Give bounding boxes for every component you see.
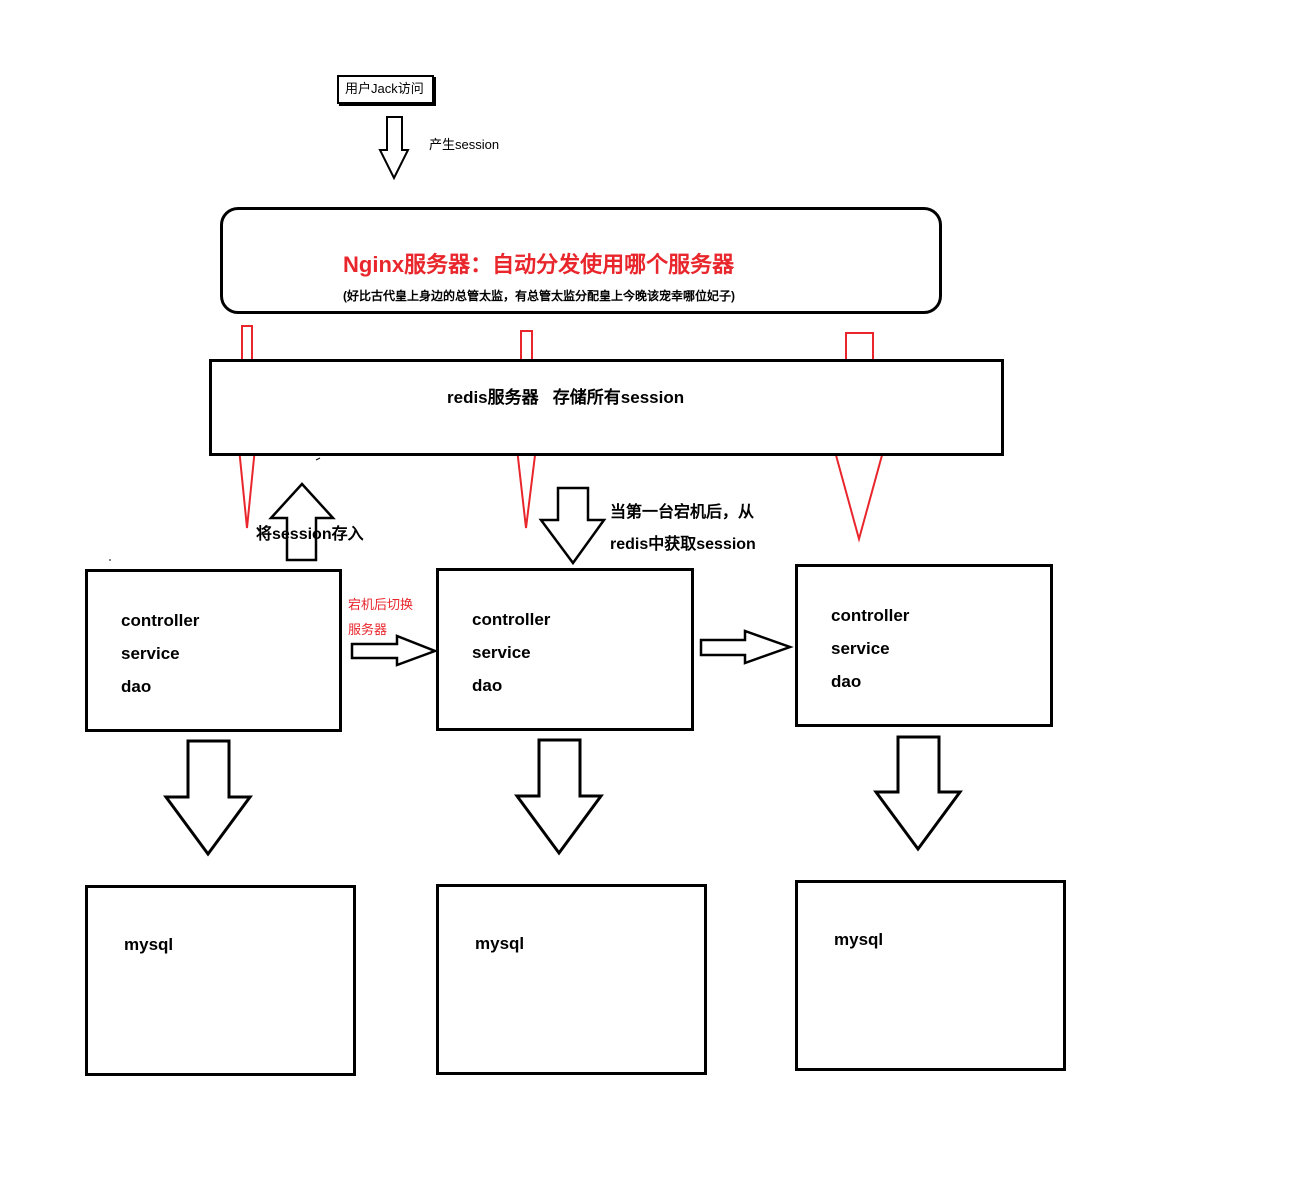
arrow-server1-to-mysql <box>163 739 253 857</box>
failover-label-line2: 服务器 <box>348 622 388 637</box>
session-created-label: 产生session <box>429 137 500 152</box>
server2-controller: controller <box>472 610 551 629</box>
server1-controller: controller <box>121 611 200 630</box>
server3-controller: controller <box>831 606 910 625</box>
server1-dao: dao <box>121 677 152 696</box>
fetch-session-label-line2: redis中获取session <box>610 536 756 553</box>
arrow-server3-to-mysql <box>873 735 963 852</box>
server1-service: service <box>121 644 180 663</box>
fetch-session-label-line1: 当第一台宕机后，从 <box>610 504 755 521</box>
nginx-server-box <box>220 207 942 314</box>
mysql-db-1 <box>85 885 356 1076</box>
server2-service: service <box>472 643 531 662</box>
user-box <box>337 75 434 104</box>
redis-server-box <box>209 359 1004 456</box>
mysql1-label: mysql <box>124 935 174 954</box>
arrow-failover-2-to-3 <box>699 629 794 665</box>
mysql2-label: mysql <box>475 934 525 953</box>
server3-service: service <box>831 639 890 658</box>
failover-label-line1: 宕机后切换 <box>348 597 414 612</box>
arrow-failover-1-to-2 <box>350 634 439 667</box>
server3-dao: dao <box>831 672 862 691</box>
nginx-subtitle: (好比古代皇上身边的总管太监，有总管太监分配皇上今晚该宠幸哪位妃子) <box>343 289 735 303</box>
arrow-store-session-up <box>268 482 336 562</box>
app-server-3 <box>795 564 1053 727</box>
user-label: 用户Jack访问 <box>345 81 424 96</box>
mysql-db-2 <box>436 884 707 1075</box>
app-server-2 <box>436 568 694 731</box>
app-server-1 <box>85 569 342 732</box>
mysql3-label: mysql <box>834 930 884 949</box>
mysql-db-3 <box>795 880 1066 1071</box>
nginx-title: Nginx服务器：自动分发使用哪个服务器 <box>343 252 735 277</box>
arrow-user-to-nginx <box>378 116 410 181</box>
arrow-fetch-session-down <box>538 486 607 566</box>
stray-mark-1 <box>315 457 321 461</box>
arrow-server2-to-mysql <box>514 738 604 856</box>
redis-label: redis服务器 存储所有session <box>447 388 685 407</box>
store-session-label: 将session存入 <box>256 526 364 543</box>
server2-dao: dao <box>472 676 503 695</box>
